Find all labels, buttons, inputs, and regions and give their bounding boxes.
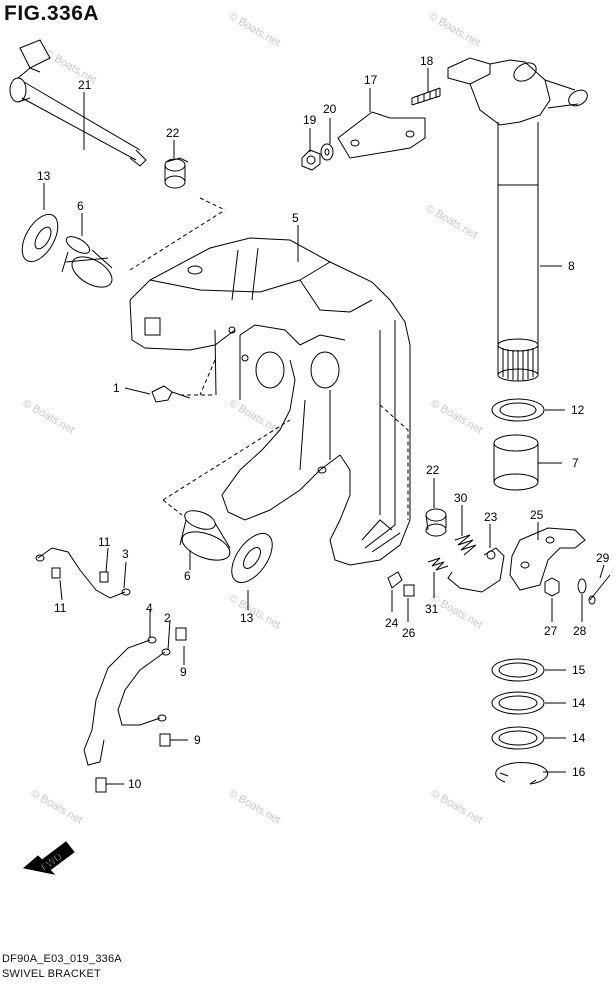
part-11-screw-a	[51, 567, 61, 579]
callout-31: 31	[425, 602, 439, 616]
callout-23: 23	[484, 510, 498, 524]
part-21-bolt	[9, 39, 147, 167]
callout-5: 5	[292, 211, 299, 225]
part-23-lever	[447, 547, 505, 593]
part-26-bolt	[403, 584, 415, 597]
callout-22a: 22	[166, 126, 180, 140]
watermark: © Boats.net	[227, 10, 283, 49]
part-13-washer-upper	[21, 213, 59, 263]
callout-28: 28	[573, 624, 587, 638]
part-18-bolt	[411, 87, 441, 106]
fwd-arrow-icon: FWD	[22, 841, 75, 875]
callout-14b: 14	[572, 731, 586, 745]
part-16-snap-ring	[495, 762, 549, 785]
part-30-spring	[454, 534, 477, 556]
callout-20: 20	[323, 102, 337, 116]
callout-12: 12	[571, 403, 585, 417]
callout-2: 2	[164, 611, 171, 625]
part-5-swivel-bracket	[129, 237, 411, 566]
watermarks: © Boats.net © Boats.net © Boats.net © Bo…	[21, 10, 485, 826]
part-28-washer	[577, 578, 587, 594]
part-12-ring	[491, 398, 545, 422]
part-20-washer	[320, 143, 334, 161]
part-14-ring-b	[491, 726, 545, 750]
callout-4: 4	[146, 601, 153, 615]
part-11-screw-b	[99, 571, 109, 583]
callout-11a: 11	[98, 535, 111, 549]
callout-1: 1	[113, 381, 120, 395]
callout-25: 25	[530, 508, 544, 522]
part-9-bolt-b	[159, 733, 171, 747]
part-13-washer-lower	[231, 533, 273, 583]
callout-30: 30	[454, 491, 468, 505]
part-24-clip	[387, 571, 403, 589]
part-6-bushing-upper	[61, 236, 113, 288]
leader-lines	[43, 68, 605, 785]
part-2-ground-wire	[117, 648, 171, 726]
callout-11b: 11	[54, 601, 67, 615]
watermark: © Boats.net	[429, 787, 485, 826]
callout-3: 3	[122, 547, 129, 561]
callout-17: 17	[364, 73, 378, 87]
watermark: © Boats.net	[29, 787, 85, 826]
callout-labels: 21 22 13 6 5 17 18 20 19 8 12 7 1 22 30 …	[37, 54, 610, 791]
figure-title: FIG.336A	[4, 2, 100, 25]
callout-16: 16	[572, 765, 586, 779]
watermark: © Boats.net	[429, 397, 485, 436]
watermark: © Boats.net	[227, 592, 283, 631]
part-10-bolt	[95, 777, 107, 793]
callout-7: 7	[572, 456, 579, 470]
callout-10: 10	[128, 777, 142, 791]
part-22-bushing	[164, 157, 189, 189]
callout-14a: 14	[572, 696, 586, 710]
part-31-spring	[427, 557, 449, 571]
callout-15: 15	[572, 663, 586, 677]
part-15-ring	[491, 658, 545, 682]
callout-9a: 9	[180, 665, 187, 679]
part-4-ground-wire-lower	[83, 636, 157, 766]
watermark: © Boats.net	[427, 10, 483, 49]
watermark: © Boats.net	[227, 787, 283, 826]
callout-22b: 22	[426, 463, 440, 477]
part-9-bolt-a	[175, 627, 187, 641]
callout-19: 19	[303, 113, 317, 127]
part-1-grease-fitting	[151, 385, 191, 403]
callout-21: 21	[78, 78, 92, 92]
part-14-ring-a	[491, 691, 545, 715]
part-25-lock-arm	[509, 527, 586, 591]
callout-6b: 6	[184, 569, 191, 583]
part-7-bushing	[493, 434, 539, 491]
part-27-nut	[544, 577, 560, 597]
part-19-nut	[301, 149, 321, 171]
callout-26: 26	[402, 626, 416, 640]
callout-6a: 6	[77, 199, 84, 213]
part-8-steering-shaft	[447, 57, 588, 382]
callout-18: 18	[420, 54, 434, 68]
part-22-bushing-lower	[425, 508, 447, 537]
callout-8: 8	[568, 259, 575, 273]
footer-name: SWIVEL BRACKET	[2, 968, 101, 980]
callout-9b: 9	[194, 733, 201, 747]
callout-24: 24	[385, 616, 399, 630]
part-17-plate	[337, 111, 426, 159]
part-29-pin	[588, 574, 611, 605]
watermark: © Boats.net	[21, 397, 77, 436]
part-6-bushing-lower	[179, 510, 231, 561]
callout-13b: 13	[240, 611, 254, 625]
watermark: © Boats.net	[227, 397, 283, 436]
callout-29: 29	[596, 551, 610, 565]
footer-code: DF90A_E03_019_336A	[2, 953, 122, 965]
part-3-ground-wire-upper	[35, 547, 131, 599]
callout-13a: 13	[37, 169, 51, 183]
watermark: © Boats.net	[424, 202, 480, 241]
callout-27: 27	[544, 624, 558, 638]
